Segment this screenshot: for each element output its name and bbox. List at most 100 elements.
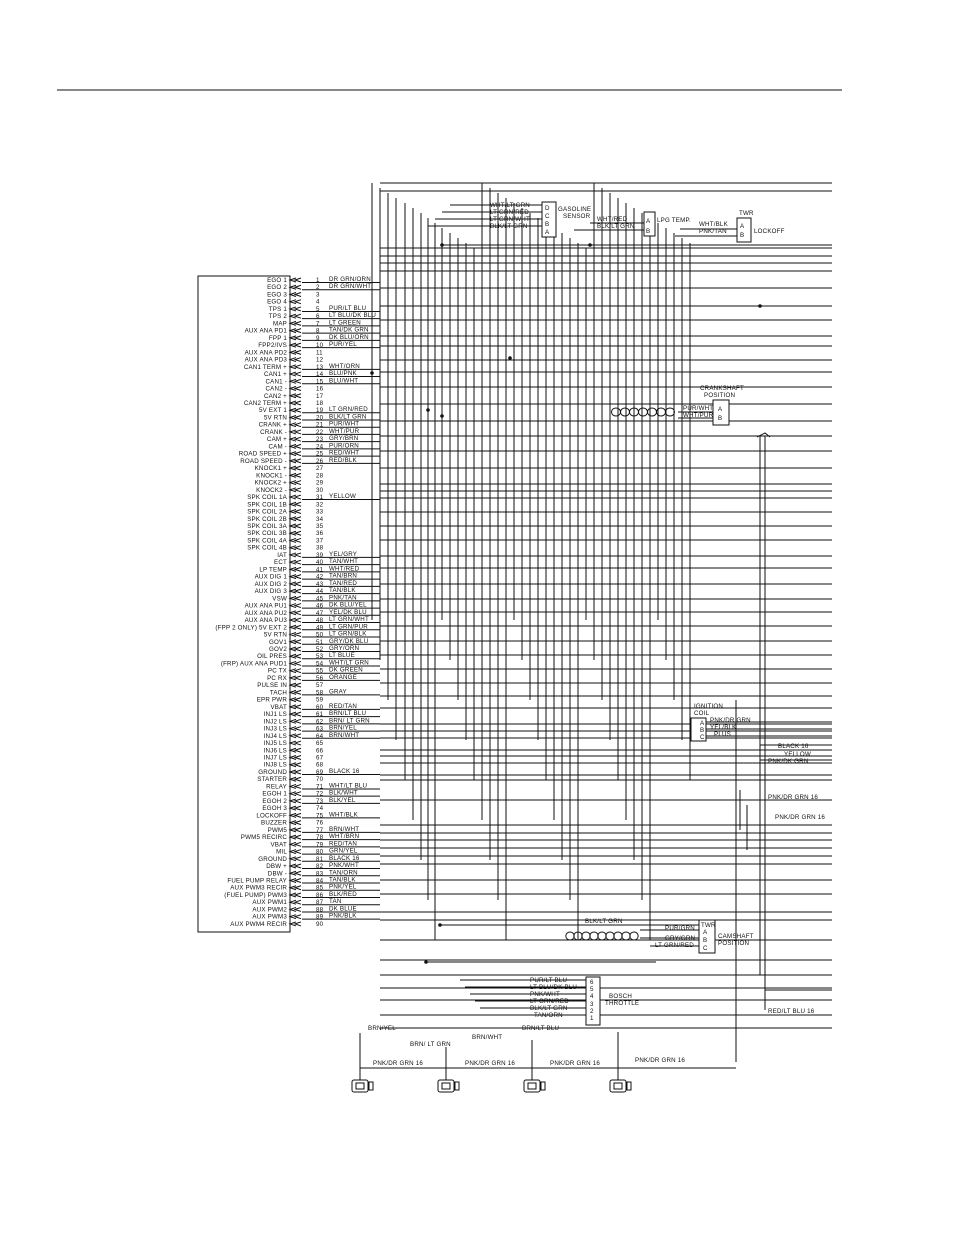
lpg-temp-connector [643,211,656,237]
ecm-pin-label: VSW [272,595,287,602]
injector-tab [454,1081,460,1091]
pin-chevron [288,885,302,891]
pin-chevron [288,870,302,876]
ecm-pin-number: 36 [316,530,324,537]
splice-dot [440,243,444,247]
ecm-wire-color: GRY/ORN [329,645,359,652]
bosch-throttle: 6 5 4 3 2 1 PUR/LT BLU LT BLU/DK BLU PNK… [530,976,639,1026]
ecm-pin-number: 68 [316,762,324,769]
ecm-wire-color: WHT/PUR [329,428,360,435]
pin-chevron [288,791,302,797]
ecm-pin-number: 60 [316,704,324,711]
ecm-pin-label: AUX PWM4 RECIR [230,921,287,928]
pin-chevron [288,820,302,826]
splice-dot [440,414,444,418]
bosch-pin-5: 5 [590,986,594,993]
ecm-pin-number: 75 [316,812,324,819]
ecm-wire-color: LT BLUE [329,652,355,659]
camshaft-position-sensor: BLK/LT GRN TWR A B C PUR/GRN GRY/GRN LT … [585,918,754,954]
camshaft-pin-b: B [703,937,707,944]
ecm-wire-color: GRY/DK BLU [329,638,368,645]
inj-wire-brn-wht: BRN/WHT [472,1034,502,1041]
pin-chevron [288,443,302,449]
ecm-pin-label: (FUEL PUMP) PWM3 [224,892,287,899]
camshaft-twr-header: TWR [701,922,716,929]
ecm-wire-color: BLACK 16 [329,855,360,862]
ecm-wire-color: RED/TAN [329,703,357,710]
ecm-wire-color: TAN [329,898,342,905]
pin-chevron [288,487,302,493]
ecm-wire-color: BLK/WHT [329,790,358,797]
pin-chevron [288,856,302,862]
pin-chevron [288,668,302,674]
ecm-wire-color: YELLOW [329,493,356,500]
bosch-pin-1: 1 [590,1015,594,1022]
ecm-pin-number: 79 [316,841,324,848]
ecm-pin-label: PC RX [267,675,287,682]
ecm-wire-color: GRN/YEL [329,848,358,855]
ecm-pin-label: (FRP) AUX ANA PUD1 [221,660,288,667]
splice-dot [426,408,430,412]
ecm-pin-number: 6 [316,313,320,320]
shield-twist [589,931,599,941]
ecm-pin-number: 39 [316,552,324,559]
ecm-pin-number: 73 [316,798,324,805]
ecm-wire-color: PUR/YEL [329,341,357,348]
ecm-pin-label: AUX ANA PD1 [245,328,288,335]
ecm-wire-color: BRN/WHT [329,826,359,833]
ecm-pin-label: EGO 1 [267,277,287,284]
ecm-pin-number: 31 [316,494,324,501]
ecm-pin-number: 16 [316,386,324,393]
ecm-pin-label: AUX ANA PD2 [245,349,288,356]
shield-twist [611,407,621,417]
pin-chevron [288,306,302,312]
ecm-pin-label: SPK COIL 1A [247,494,287,501]
lpg-temp-pin-b: B [646,228,650,235]
crankshaft-connector [712,399,730,426]
ecm-pin-number: 55 [316,668,324,675]
splice-dot [508,356,512,360]
ecm-pin-number: 56 [316,675,324,682]
ecm-pin-label: SPK COIL 3B [247,530,287,537]
inj-bus-label-1: PNK/DR GRN 16 [373,1060,423,1067]
ecm-pin-label: CAN2 + [264,393,287,400]
pin-chevron [288,357,302,363]
pin-chevron [288,646,302,652]
pin-chevron [288,747,302,753]
ecm-pin-number: 87 [316,899,324,906]
ignition-coil-pin-b: B [700,727,704,734]
ecm-wire-color: PNK/WHT [329,862,359,869]
ignition-coil-subtitle: COIL [694,710,710,717]
pin-chevron [288,617,302,623]
ecm-pin-number: 62 [316,718,324,725]
bosch-throttle-subtitle: THROTTLE [605,1000,639,1007]
pin-chevron [288,660,302,666]
injector-nozzle [613,1082,623,1090]
crankshaft-title: CRANKSHAFT [700,385,744,392]
ecm-pin-number: 7 [316,320,320,327]
ecm-pin-label: ROAD SPEED - [240,458,287,465]
ecm-pin-number: 83 [316,870,324,877]
ecm-pin-number: 84 [316,878,324,885]
pin-chevron [288,530,302,536]
ecm-wire-color: LT BLU/DK BLU [329,312,376,319]
pin-chevron [288,812,302,818]
lpg-temp-sensor: A B WHT/RED BLK/LT GRN LPG TEMP. [597,211,691,237]
lpg-temp-pin-a: A [646,218,651,225]
ecm-wire-color: DK BLU/ORN [329,334,369,341]
ecm-pin-label: LP TEMP [259,566,287,573]
pin-chevron [288,284,302,290]
bosch-wire-1: TAN/ORN [534,1012,563,1019]
injector-tab [368,1081,374,1091]
gasoline-sensor-wire-b: LT GRN/WHT [490,216,530,223]
ecm-pin-label: FUEL PUMP RELAY [227,878,287,885]
ecm-pin-number: 18 [316,400,324,407]
ecm-pin-number: 78 [316,834,324,841]
ecm-pin-label: STARTER [257,776,287,783]
camshaft-title: CAMSHAFT [718,933,754,940]
shield-twist [613,931,623,941]
ecm-pin-label: SPK COIL 2A [247,509,287,516]
ecm-wire-color: BRN/LT BLU [329,710,366,717]
pin-chevron [288,711,302,717]
